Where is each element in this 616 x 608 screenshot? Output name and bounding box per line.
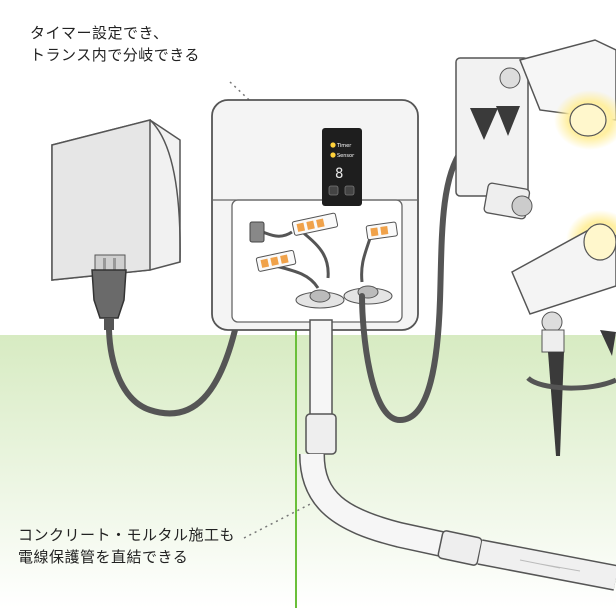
indicator-led-2 [330,152,336,158]
low-voltage-cable [359,147,465,424]
leader-line-bottom [243,497,323,539]
caption-top-line-2: トランス内で分岐できる [30,46,200,64]
indicator-label-1: Timer [336,143,352,149]
caption-bottom-line-2: 電線保護管を直結できる [18,548,189,566]
spotlight-lower [511,210,616,456]
digital-display: 8 [335,166,343,182]
control-panel: Timer Sensor 8 [322,128,362,206]
spotlight-upper [455,39,616,220]
cable-glands [295,285,393,309]
caption-timer-branch: タイマー設定でき、 トランス内で分岐できる [30,22,200,66]
electrical-conduit [299,319,616,591]
wall-outlet [51,119,181,281]
caption-top-line-1: タイマー設定でき、 [30,24,169,42]
panel-button-up [328,185,339,196]
panel-button-down [344,185,355,196]
indicator-led-1 [330,142,336,148]
caption-bottom-line-1: コンクリート・モルタル施工も [18,526,236,544]
caption-conduit: コンクリート・モルタル施工も 電線保護管を直結できる [18,524,235,568]
power-plug [91,258,127,330]
indicator-label-2: Sensor [337,153,355,159]
wire-connectors [249,212,398,272]
